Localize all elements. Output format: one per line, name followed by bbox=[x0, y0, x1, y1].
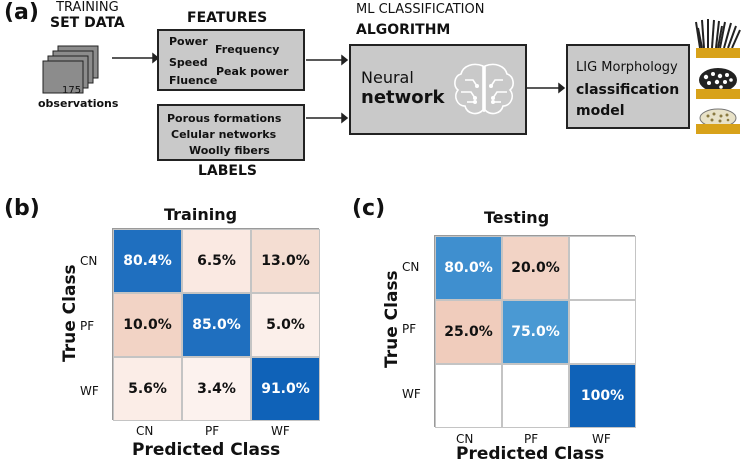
panel-b-label: (b) bbox=[4, 196, 40, 221]
training-row-wf: WF bbox=[80, 384, 99, 398]
testing-cell bbox=[569, 300, 636, 364]
testing-cell: 100% bbox=[569, 364, 636, 428]
training-ylabel: True Class bbox=[60, 264, 80, 362]
training-title-line1: TRAINING bbox=[56, 0, 119, 15]
testing-xlabel: Predicted Class bbox=[456, 444, 605, 464]
panel-c-label: (c) bbox=[352, 196, 386, 221]
feature-peak-power: Peak power bbox=[216, 65, 289, 78]
flow-arrows bbox=[112, 52, 566, 124]
testing-cell bbox=[569, 236, 636, 300]
observations-label: observations bbox=[38, 97, 119, 110]
features-title: FEATURES bbox=[187, 10, 268, 26]
training-xlabel: Predicted Class bbox=[132, 440, 281, 460]
labels-box: Porous formations Celular networks Wooll… bbox=[157, 104, 305, 161]
training-cell: 5.0% bbox=[251, 293, 320, 357]
training-title-line2: SET DATA bbox=[50, 15, 125, 31]
observations-count: 175 bbox=[62, 85, 82, 96]
panel-a-label: (a) bbox=[4, 0, 39, 25]
ml-title-line1: ML CLASSIFICATION bbox=[356, 2, 485, 17]
brain-circuit-icon bbox=[454, 63, 514, 115]
feature-frequency: Frequency bbox=[215, 43, 280, 56]
testing-col-wf: WF bbox=[592, 432, 611, 446]
feature-power: Power bbox=[169, 35, 208, 48]
training-cell: 10.0% bbox=[113, 293, 182, 357]
nn-line1: Neural bbox=[361, 68, 414, 87]
testing-col-pf: PF bbox=[524, 432, 539, 446]
testing-cell: 25.0% bbox=[435, 300, 502, 364]
training-cell: 85.0% bbox=[182, 293, 251, 357]
testing-matrix: 80.0% 20.0% 25.0% 75.0% 100% bbox=[434, 235, 636, 428]
training-row-pf: PF bbox=[80, 319, 95, 333]
testing-cell bbox=[502, 364, 569, 428]
training-cell: 80.4% bbox=[113, 229, 182, 293]
testing-row-pf: PF bbox=[402, 322, 417, 336]
features-box: Power Frequency Speed Peak power Fluence bbox=[157, 29, 305, 91]
testing-cell: 20.0% bbox=[502, 236, 569, 300]
labels-title: LABELS bbox=[198, 163, 257, 179]
ml-title-line2: ALGORITHM bbox=[356, 22, 451, 38]
testing-cell: 80.0% bbox=[435, 236, 502, 300]
neural-network-label: Neural network bbox=[361, 68, 444, 108]
training-col-wf: WF bbox=[271, 424, 290, 438]
testing-matrix-title: Testing bbox=[484, 208, 550, 227]
training-col-pf: PF bbox=[205, 424, 220, 438]
neural-network-box: Neural network bbox=[349, 44, 527, 135]
feature-fluence: Fluence bbox=[169, 74, 218, 87]
document-stack-icon bbox=[42, 45, 99, 94]
label-woolly-fibers: Woolly fibers bbox=[189, 144, 270, 157]
classification-model-box: LIG Morphology classification model bbox=[566, 44, 690, 129]
training-col-cn: CN bbox=[136, 424, 154, 438]
model-line1: LIG Morphology bbox=[576, 60, 678, 75]
training-cell: 91.0% bbox=[251, 357, 320, 421]
feature-speed: Speed bbox=[169, 56, 208, 69]
model-line3: model bbox=[576, 103, 625, 119]
label-celular-networks: Celular networks bbox=[171, 128, 277, 141]
testing-cell bbox=[435, 364, 502, 428]
testing-col-cn: CN bbox=[456, 432, 474, 446]
porous-formation-icon bbox=[696, 108, 740, 134]
testing-row-cn: CN bbox=[402, 260, 420, 274]
training-cell: 6.5% bbox=[182, 229, 251, 293]
cellular-network-icon bbox=[696, 68, 740, 99]
training-cell: 3.4% bbox=[182, 357, 251, 421]
training-matrix: 80.4% 6.5% 13.0% 10.0% 85.0% 5.0% 5.6% 3… bbox=[112, 228, 320, 421]
training-matrix-title: Training bbox=[164, 205, 238, 224]
training-row-cn: CN bbox=[80, 254, 98, 268]
nn-line2: network bbox=[361, 87, 445, 108]
woolly-fibers-icon bbox=[695, 19, 741, 58]
model-line2: classification bbox=[576, 82, 680, 98]
training-set-title: TRAINING SET DATA bbox=[50, 0, 125, 31]
testing-ylabel: True Class bbox=[382, 270, 402, 368]
testing-cell: 75.0% bbox=[502, 300, 569, 364]
training-cell: 13.0% bbox=[251, 229, 320, 293]
testing-row-wf: WF bbox=[402, 387, 421, 401]
training-cell: 5.6% bbox=[113, 357, 182, 421]
label-porous-formations: Porous formations bbox=[167, 112, 282, 125]
